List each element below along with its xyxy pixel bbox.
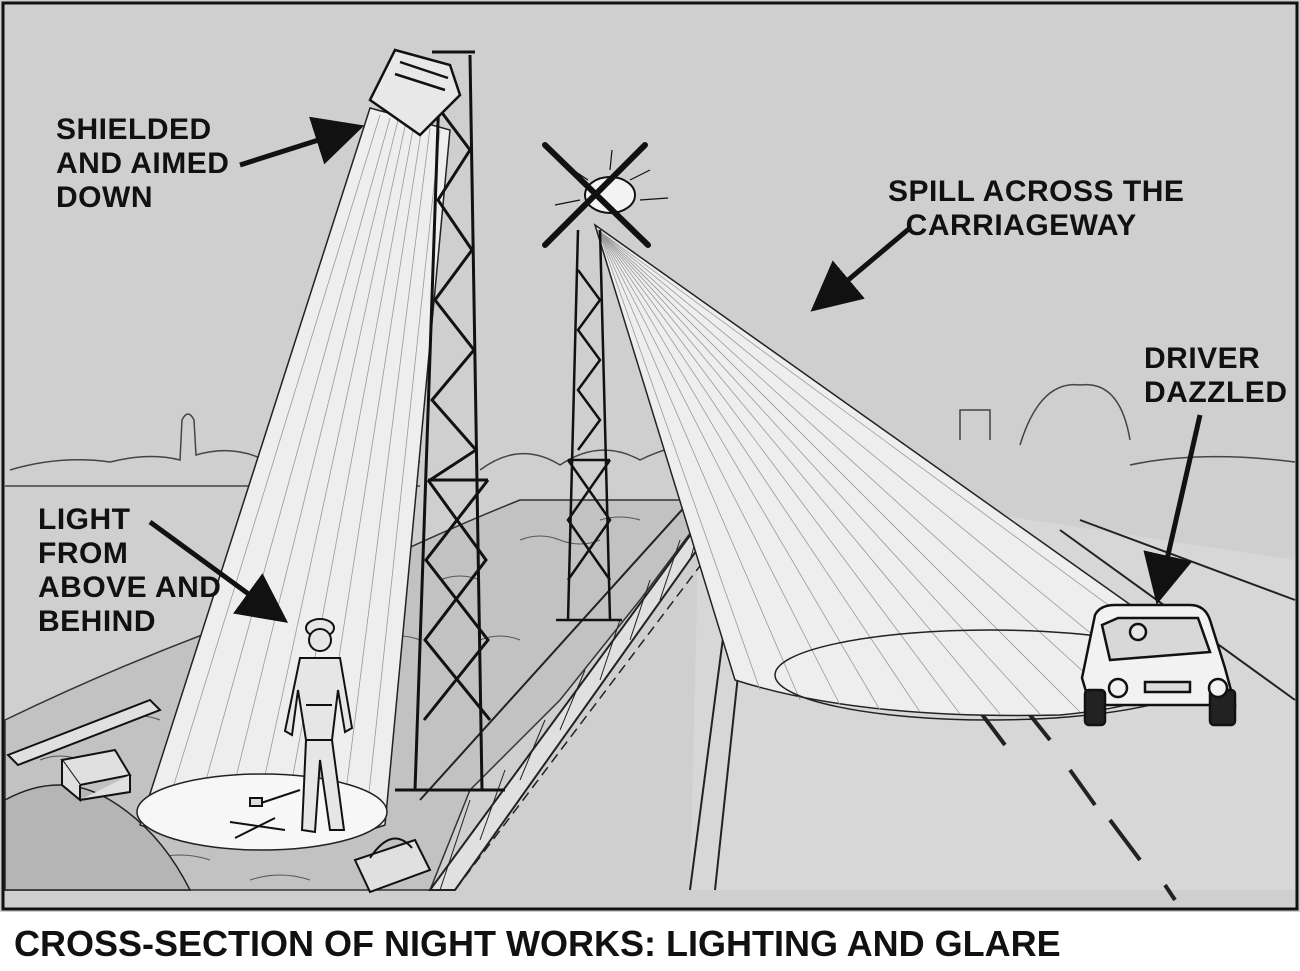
toolbox-icon-left [6,698,162,803]
ground-tools [229,789,301,839]
lighting-tower-icon-right [556,229,622,622]
car-icon [1080,603,1237,727]
shielded-footprint [136,773,388,851]
arrow-driver [1143,414,1203,605]
arrow-shielded [239,116,365,168]
spoil-heap [4,784,192,891]
annotation-arrows [148,116,1203,623]
spill-label: SPILL ACROSS THE CARRIAGEWAY [888,175,1185,242]
figure-caption: CROSS-SECTION OF NIGHT WORKS: LIGHTING A… [14,923,1061,964]
cross-mark-icon [542,142,651,248]
lighting-tower-icon-left [395,50,505,792]
arrow-light-from [148,519,289,623]
shielded-label: SHIELDED AND AIMED DOWN [56,113,230,214]
scene-illustration [1,1,1299,911]
caption-bar: CROSS-SECTION OF NIGHT WORKS: LIGHTING A… [0,912,1300,971]
light-from-label: LIGHT FROM ABOVE AND BEHIND [38,503,222,638]
spill-beam-rays [597,229,1191,715]
driver-label: DRIVER DAZZLED [1144,342,1288,409]
toolbox-icon-right [353,837,432,894]
arrow-spill [810,226,912,312]
floodlight-icon-left [368,48,462,137]
worker-icon [283,618,354,834]
